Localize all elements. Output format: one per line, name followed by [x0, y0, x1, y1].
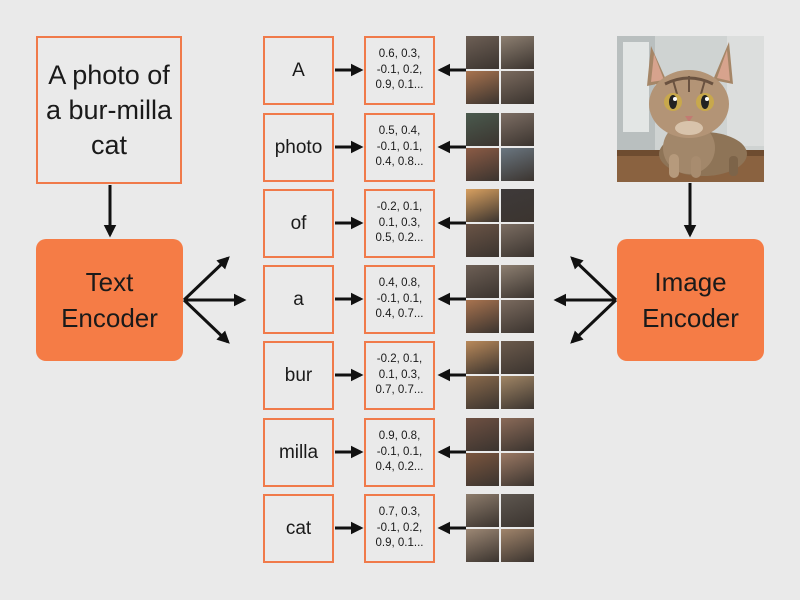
token-box: bur [263, 341, 334, 410]
text-encoder-down-arrow [182, 298, 230, 344]
image-grid [466, 494, 534, 562]
embedding-vector-text: -0.2, 0.1, 0.1, 0.3, 0.5, 0.2... [375, 201, 424, 245]
image-thumbnail [501, 189, 534, 222]
token-box: a [263, 265, 334, 334]
image-thumbnail [501, 376, 534, 409]
cat-illustration [617, 36, 764, 182]
image-thumbnail [466, 113, 499, 146]
image-thumbnail [466, 300, 499, 333]
image-grid [466, 113, 534, 181]
image-thumbnail [466, 494, 499, 527]
text-encoder-up-arrow [182, 256, 230, 302]
image-thumbnail [466, 36, 499, 69]
image-encoder-label: Image Encoder [642, 267, 739, 333]
embedding-vector-text: 0.9, 0.8, -0.1, 0.1, 0.4, 0.2... [375, 430, 424, 474]
image-thumbnail [501, 148, 534, 181]
embedding-vector-text: 0.4, 0.8, -0.1, 0.1, 0.4, 0.7... [375, 277, 424, 321]
image-thumbnail [501, 341, 534, 374]
token-box: of [263, 189, 334, 258]
image-thumbnail [466, 224, 499, 257]
image-thumbnail [501, 494, 534, 527]
image-thumbnail [501, 36, 534, 69]
caption-text: A photo of a bur-milla cat [45, 59, 173, 160]
image-thumbnail [466, 189, 499, 222]
text-encoder-box: Text Encoder [36, 239, 183, 361]
token-label: of [290, 212, 307, 234]
image-thumbnail [501, 71, 534, 104]
image-thumbnail [501, 224, 534, 257]
caption-box: A photo of a bur-milla cat [36, 36, 182, 184]
image-grid [466, 265, 534, 333]
image-thumbnail [501, 265, 534, 298]
image-thumbnail [501, 113, 534, 146]
image-encoder-down-arrow [570, 298, 618, 344]
image-thumbnail [466, 341, 499, 374]
embedding-vector-box: 0.7, 0.3, -0.1, 0.2, 0.9, 0.1... [364, 494, 435, 563]
embedding-vector-text: 0.6, 0.3, -0.1, 0.2, 0.9, 0.1... [375, 48, 424, 92]
token-label: A [292, 59, 305, 81]
token-label: photo [274, 136, 323, 158]
token-box: milla [263, 418, 334, 487]
image-thumbnail [501, 529, 534, 562]
embedding-vector-box: 0.9, 0.8, -0.1, 0.1, 0.4, 0.2... [364, 418, 435, 487]
token-box: photo [263, 113, 334, 182]
image-grid [466, 341, 534, 409]
image-grid [466, 189, 534, 257]
embedding-vector-box: -0.2, 0.1, 0.1, 0.3, 0.7, 0.7... [364, 341, 435, 410]
image-thumbnail [501, 418, 534, 451]
embedding-vector-text: 0.5, 0.4, -0.1, 0.1, 0.4, 0.8... [375, 125, 424, 169]
cat-photo [617, 36, 764, 182]
image-encoder-box: Image Encoder [617, 239, 764, 361]
image-thumbnail [466, 265, 499, 298]
embedding-vector-box: 0.4, 0.8, -0.1, 0.1, 0.4, 0.7... [364, 265, 435, 334]
image-encoder-up-arrow [570, 256, 618, 302]
embedding-vector-box: -0.2, 0.1, 0.1, 0.3, 0.5, 0.2... [364, 189, 435, 258]
token-label: bur [284, 364, 313, 386]
token-box: cat [263, 494, 334, 563]
image-thumbnail [466, 529, 499, 562]
image-thumbnail [466, 148, 499, 181]
image-grid [466, 418, 534, 486]
token-label: milla [278, 441, 319, 463]
embedding-vector-text: 0.7, 0.3, -0.1, 0.2, 0.9, 0.1... [375, 506, 424, 550]
embedding-vector-box: 0.6, 0.3, -0.1, 0.2, 0.9, 0.1... [364, 36, 435, 105]
image-thumbnail [501, 453, 534, 486]
embedding-vector-box: 0.5, 0.4, -0.1, 0.1, 0.4, 0.8... [364, 113, 435, 182]
token-label: cat [285, 517, 312, 539]
image-thumbnail [501, 300, 534, 333]
token-label: a [293, 288, 304, 310]
image-thumbnail [466, 71, 499, 104]
image-thumbnail [466, 418, 499, 451]
token-box: A [263, 36, 334, 105]
image-thumbnail [466, 376, 499, 409]
embedding-vector-text: -0.2, 0.1, 0.1, 0.3, 0.7, 0.7... [375, 353, 424, 397]
image-thumbnail [466, 453, 499, 486]
image-grid [466, 36, 534, 104]
text-encoder-label: Text Encoder [61, 267, 158, 333]
